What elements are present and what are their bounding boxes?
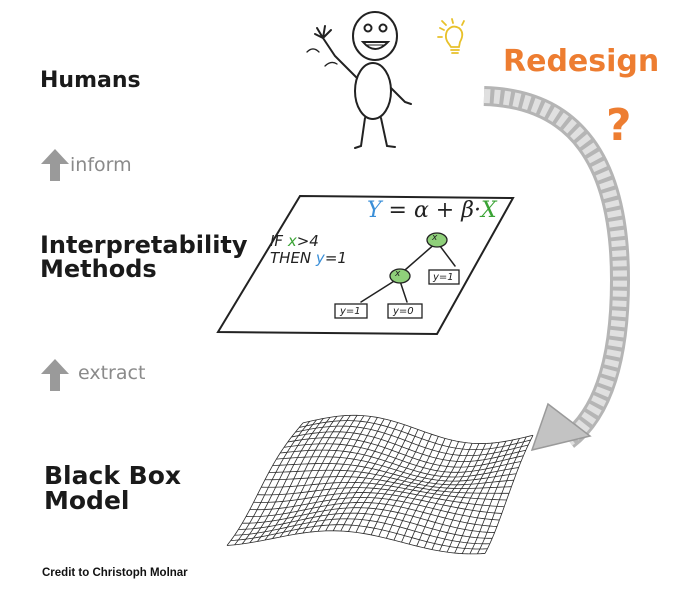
rule-if-cond: >4	[296, 232, 319, 250]
black-box-label: Black Box Model	[44, 463, 181, 513]
interpretability-card	[215, 190, 515, 340]
lightbulb-icon	[436, 18, 472, 60]
tree-node-label: x	[432, 233, 438, 243]
rule-then-word: THEN	[270, 248, 316, 267]
linear-formula: Y = α + β·X	[367, 198, 497, 223]
rule-if-line: IF x>4	[270, 233, 347, 250]
rule-if-word: IF	[270, 232, 288, 250]
redesign-label: Redesign	[503, 44, 660, 79]
tree-leaf-top: y=1	[433, 272, 454, 283]
formula-rest: = α + β·	[381, 198, 481, 223]
up-arrow-icon	[40, 148, 70, 182]
rule-then-val: =1	[324, 248, 347, 267]
black-box-mesh	[215, 405, 555, 555]
credit-text: Credit to Christoph Molnar	[42, 567, 188, 579]
interpretability-label: Interpretability Methods	[40, 233, 248, 281]
decision-rule: IF x>4 THEN y=1	[270, 233, 347, 266]
stick-figure-illustration	[295, 6, 430, 156]
rule-then-line: THEN y=1	[270, 248, 347, 267]
tree-leaf-right: y=0	[393, 306, 414, 317]
up-arrow-icon	[40, 358, 70, 392]
question-mark: ?	[606, 100, 632, 151]
tree-leaf-left: y=1	[340, 306, 361, 317]
redesign-arrow	[470, 80, 670, 500]
inform-label: inform	[70, 154, 132, 176]
formula-x: X	[480, 198, 497, 223]
humans-label: Humans	[40, 68, 141, 93]
tree-node-label: x	[395, 269, 401, 279]
methods-line2: Methods	[40, 255, 157, 283]
formula-y: Y	[367, 198, 382, 223]
extract-label: extract	[78, 362, 146, 384]
rule-then-var: y	[315, 248, 325, 267]
blackbox-line1: Black Box	[44, 461, 181, 490]
blackbox-line2: Model	[44, 486, 130, 515]
rule-if-var: x	[287, 232, 297, 250]
methods-line1: Interpretability	[40, 231, 248, 259]
